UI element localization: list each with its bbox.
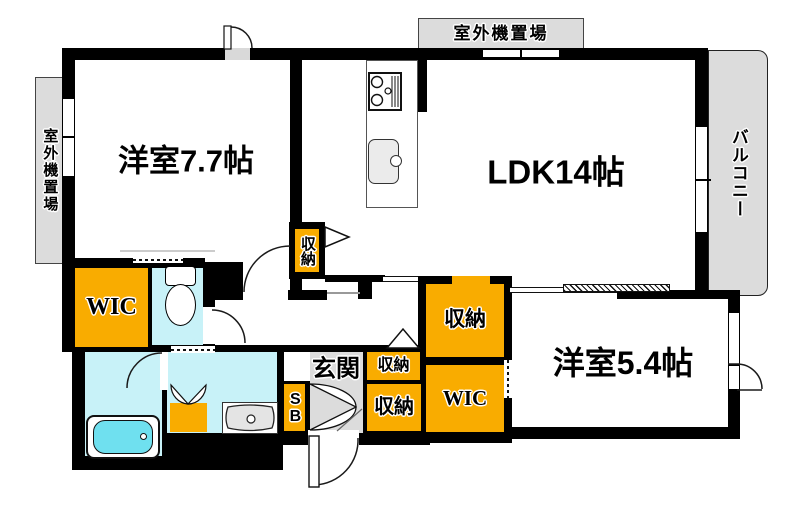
room-bedroom-main-label: 洋室7.7帖 <box>117 143 255 179</box>
wall-stub <box>358 282 372 299</box>
wall-top <box>62 48 707 60</box>
shoe-box: SB <box>284 384 305 431</box>
door-arc-icon-entrance <box>314 437 359 486</box>
outdoor-unit-top-label: 室外機置場 <box>453 24 549 44</box>
room-bedroom-main-floor <box>75 60 290 258</box>
window-bedroom2-tick <box>728 364 740 366</box>
corridor-kitchen-opening <box>372 282 418 300</box>
shoe-box-label: SB <box>286 390 304 425</box>
storage-kitchen-box: 収納 <box>295 229 319 272</box>
wall-bedroom-right <box>290 48 302 226</box>
wall-ldk-bedroom2 <box>617 290 740 299</box>
kitchen-counter <box>366 60 418 208</box>
outdoor-unit-area-top: 室外機置場 <box>418 18 584 50</box>
bathtub-drain-icon <box>140 433 147 440</box>
toilet-icon-tank <box>165 266 196 286</box>
kitchen-faucet-icon <box>390 155 402 167</box>
outdoor-unit-area-left: 室外機置場 <box>35 77 64 264</box>
storage-large-box: 収納 <box>426 284 504 357</box>
storage-hall-upper-box: 収納 <box>367 352 420 380</box>
storage-large-notch <box>452 276 490 284</box>
wall-ldk-south-mid <box>325 275 385 282</box>
window-bedroom-main-tick <box>62 136 75 138</box>
door-gap-bath <box>160 352 168 390</box>
balcony-area: バルコニー <box>708 50 768 296</box>
step-line-bedroom <box>120 250 215 252</box>
toilet-icon-bowl <box>165 284 196 326</box>
wic-right-box: WIC <box>426 365 504 432</box>
bedroom-alcove <box>243 256 290 300</box>
step-line-corridor <box>327 292 360 294</box>
wall-corridor-ldk <box>288 290 327 300</box>
folding-door-wic-right <box>504 360 512 398</box>
sliding-door-washroom <box>171 346 215 353</box>
door-leaf-top <box>223 25 232 50</box>
door-gap-top <box>225 48 250 60</box>
window-ldk-balcony-tick <box>695 179 711 181</box>
balcony-label: バルコニー <box>728 128 748 218</box>
sliding-door-ldk-bedroom2 <box>563 284 670 292</box>
wall-bottom-right <box>505 427 740 439</box>
washroom-closet-box <box>170 403 207 432</box>
door-gap-entrance <box>308 430 359 445</box>
window-ldk-top-tick <box>520 49 522 58</box>
storage-kitchen-label: 収納 <box>298 235 316 266</box>
room-bedroom-second-label: 洋室5.4帖 <box>552 345 694 382</box>
sliding-opening-bedroom-main <box>133 257 183 263</box>
window-bedroom2 <box>728 312 740 390</box>
door-arc-icon-top <box>230 26 253 49</box>
opening-ldk-corridor <box>383 276 418 282</box>
room-bedroom-second-floor <box>512 293 728 427</box>
entrance-label: 玄関 <box>312 355 360 383</box>
washbasin-unit <box>222 402 278 434</box>
door-gap-toilet <box>203 307 215 344</box>
corridor-entrance-notch <box>284 352 310 381</box>
storage-hall-lower-box: 収納 <box>367 384 421 431</box>
outdoor-unit-left-label: 室外機置場 <box>41 128 59 213</box>
room-ldk-label: LDK14帖 <box>487 153 625 191</box>
corridor-floor <box>215 300 418 345</box>
wic-left-box: WIC <box>75 268 148 347</box>
